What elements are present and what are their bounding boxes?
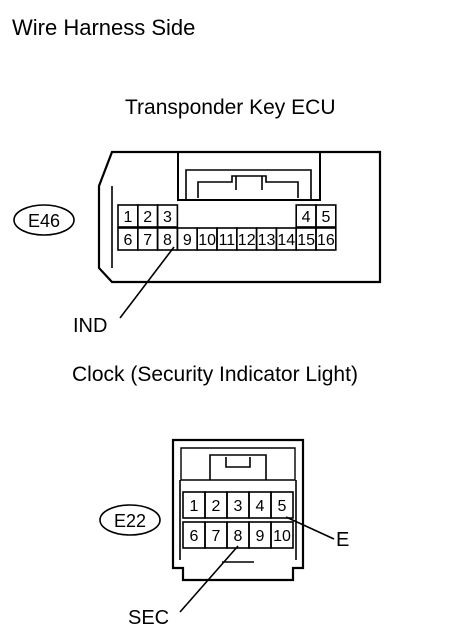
connector-2-title: Clock (Security Indicator Light) bbox=[72, 363, 358, 386]
pin-number: 6 bbox=[190, 528, 199, 545]
pin-number: 5 bbox=[321, 209, 330, 226]
ind-leader-line bbox=[119, 246, 175, 319]
pin-number: 8 bbox=[234, 528, 243, 545]
connector-1-housing bbox=[97, 150, 382, 284]
pin-number: 13 bbox=[258, 232, 276, 249]
pin-number: 1 bbox=[123, 209, 132, 226]
callout-ind: IND bbox=[73, 315, 107, 337]
connector-1-code: E46 bbox=[28, 211, 60, 231]
pin-cell bbox=[270, 491, 294, 519]
pin-number: 11 bbox=[219, 232, 236, 249]
pin-number: 16 bbox=[317, 232, 335, 249]
pin-number: 12 bbox=[238, 232, 256, 249]
pin-number: 5 bbox=[278, 498, 287, 515]
callout-e: E bbox=[336, 529, 349, 551]
pin-number: 7 bbox=[212, 528, 221, 545]
pin-number: 6 bbox=[123, 232, 132, 249]
pin-number: 7 bbox=[143, 232, 152, 249]
connector-2-code-badge bbox=[99, 504, 161, 536]
pin-number: 1 bbox=[190, 498, 199, 515]
pin-number: 2 bbox=[212, 498, 221, 515]
connector-1-code-badge bbox=[13, 204, 75, 236]
pin-number: 4 bbox=[302, 209, 311, 226]
callout-sec: SEC bbox=[128, 607, 169, 629]
pin-cell bbox=[315, 204, 337, 228]
pin-cell bbox=[156, 204, 179, 228]
pin-number: 3 bbox=[163, 209, 172, 226]
e-leader-line bbox=[285, 516, 335, 540]
pin-cell bbox=[270, 521, 294, 549]
pin-number: 10 bbox=[273, 528, 291, 545]
page-title: Wire Harness Side bbox=[12, 15, 196, 40]
pin-number: 14 bbox=[277, 232, 295, 249]
pin-cell bbox=[315, 227, 337, 251]
connector-2-housing bbox=[171, 438, 305, 582]
pin-number: 10 bbox=[198, 232, 216, 249]
connector-2-code: E22 bbox=[114, 511, 146, 531]
pin-number: 4 bbox=[256, 498, 265, 515]
pin-number: 9 bbox=[256, 528, 265, 545]
connector-1-title: Transponder Key ECU bbox=[125, 96, 336, 119]
sec-leader-line bbox=[179, 545, 239, 613]
pin-number: 8 bbox=[163, 232, 172, 249]
pin-number: 15 bbox=[297, 232, 315, 249]
pin-number: 2 bbox=[143, 209, 152, 226]
pin-number: 9 bbox=[183, 232, 192, 249]
pin-number: 3 bbox=[234, 498, 243, 515]
